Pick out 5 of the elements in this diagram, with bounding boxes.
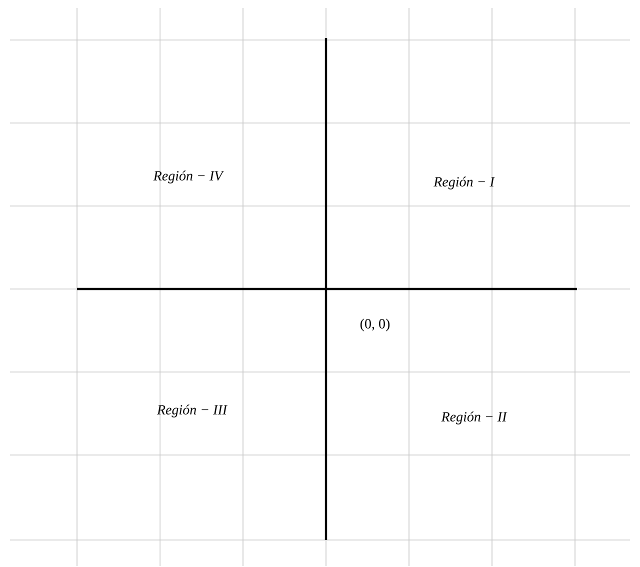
region-label: Región − II — [441, 412, 508, 424]
region-label: Región − I — [434, 176, 495, 190]
region-label: (0, 0) — [360, 318, 390, 332]
region-label: Región − IV — [153, 170, 224, 184]
region-label: Región − III — [156, 404, 228, 418]
